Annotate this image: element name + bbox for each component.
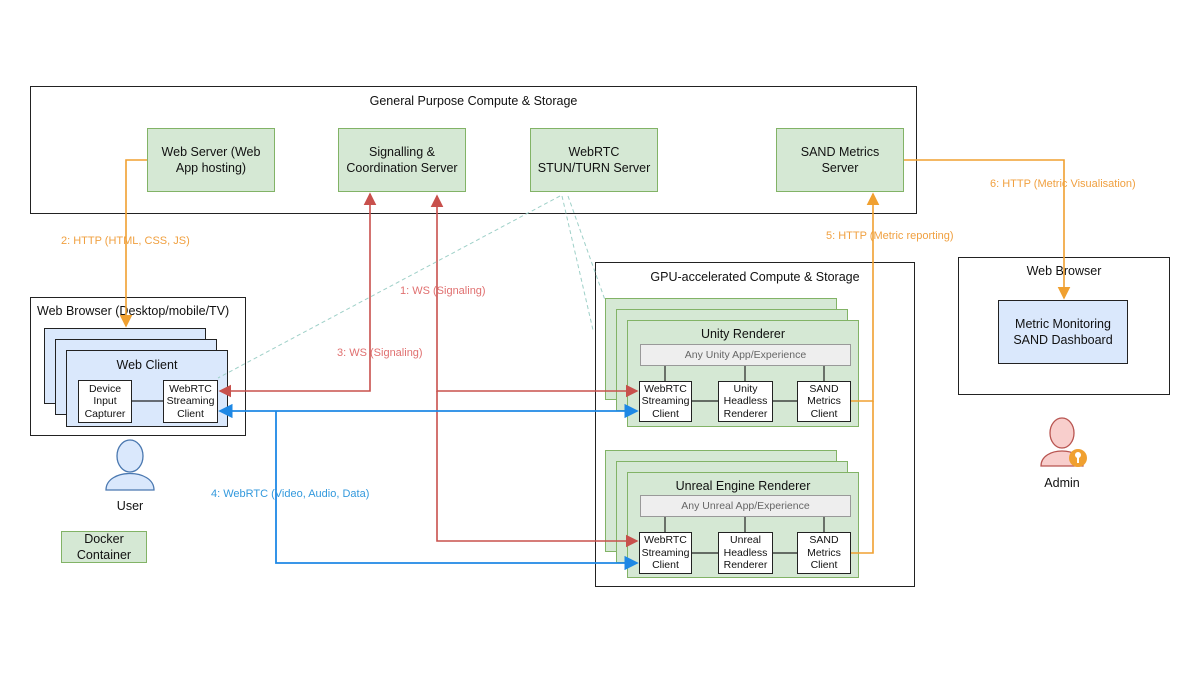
webrtc-label: 4: WebRTC (Video, Audio, Data) bbox=[211, 488, 370, 500]
unity-app-bar: Any Unity App/Experience bbox=[640, 344, 851, 366]
http-metric-vis-connector bbox=[904, 159, 1071, 300]
unreal-sand-metrics-client: SAND Metrics Client bbox=[797, 532, 851, 574]
signalling-server-box: Signalling & Coordination Server bbox=[338, 128, 466, 192]
http-metric-reporting-connector-unreal bbox=[851, 401, 874, 554]
http-web-label: 2: HTTP (HTML, CSS, JS) bbox=[61, 235, 190, 247]
unity-sand-metrics-client: SAND Metrics Client bbox=[797, 381, 851, 422]
docker-container-legend: Docker Container bbox=[61, 531, 147, 563]
ws-signaling-1-connector-unreal bbox=[436, 391, 639, 548]
unreal-renderer-title: Unreal Engine Renderer bbox=[675, 479, 811, 493]
http-metric-reporting-label: 5: HTTP (Metric reporting) bbox=[826, 230, 954, 242]
http-web-connector bbox=[119, 159, 147, 328]
webrtc-connector-unreal bbox=[275, 411, 639, 571]
unity-renderer-title: Unity Renderer bbox=[700, 327, 786, 341]
stun-turn-dashed-gpu-b bbox=[567, 195, 606, 301]
admin-icon bbox=[1040, 417, 1087, 467]
web-server-box: Web Server (Web App hosting) bbox=[147, 128, 275, 192]
http-metric-vis-label: 6: HTTP (Metric Visualisation) bbox=[990, 178, 1136, 190]
user-label: User bbox=[116, 499, 144, 513]
unity-webrtc-streaming-client: WebRTC Streaming Client bbox=[639, 381, 692, 422]
ws-signaling-3-connector bbox=[218, 192, 377, 398]
stun-turn-server-box: WebRTC STUN/TURN Server bbox=[530, 128, 658, 192]
web-client-webrtc-streaming-client: WebRTC Streaming Client bbox=[163, 380, 218, 423]
ws-signaling-1-label: 1: WS (Signaling) bbox=[400, 285, 486, 297]
unreal-headless-renderer: Unreal Headless Renderer bbox=[718, 532, 773, 574]
stun-turn-dashed-gpu-a bbox=[561, 195, 594, 331]
ws-signaling-3-label: 3: WS (Signaling) bbox=[337, 347, 423, 359]
web-client-title: Web Client bbox=[116, 358, 178, 372]
stun-turn-dashed-client bbox=[217, 195, 561, 379]
http-metric-reporting-connector-unity bbox=[851, 192, 880, 402]
user-web-browser-title: Web Browser (Desktop/mobile/TV) bbox=[37, 304, 230, 318]
sand-dashboard-box: Metric Monitoring SAND Dashboard bbox=[998, 300, 1128, 364]
unreal-webrtc-streaming-client: WebRTC Streaming Client bbox=[639, 532, 692, 574]
admin-label: Admin bbox=[1044, 476, 1080, 490]
gpu-compute-title: GPU-accelerated Compute & Storage bbox=[650, 270, 860, 284]
unreal-app-bar: Any Unreal App/Experience bbox=[640, 495, 851, 517]
general-compute-title: General Purpose Compute & Storage bbox=[369, 94, 578, 108]
device-input-capturer: Device Input Capturer bbox=[78, 380, 132, 423]
sand-metrics-server-box: SAND Metrics Server bbox=[776, 128, 904, 192]
unity-headless-renderer: Unity Headless Renderer bbox=[718, 381, 773, 422]
user-icon bbox=[105, 439, 155, 491]
